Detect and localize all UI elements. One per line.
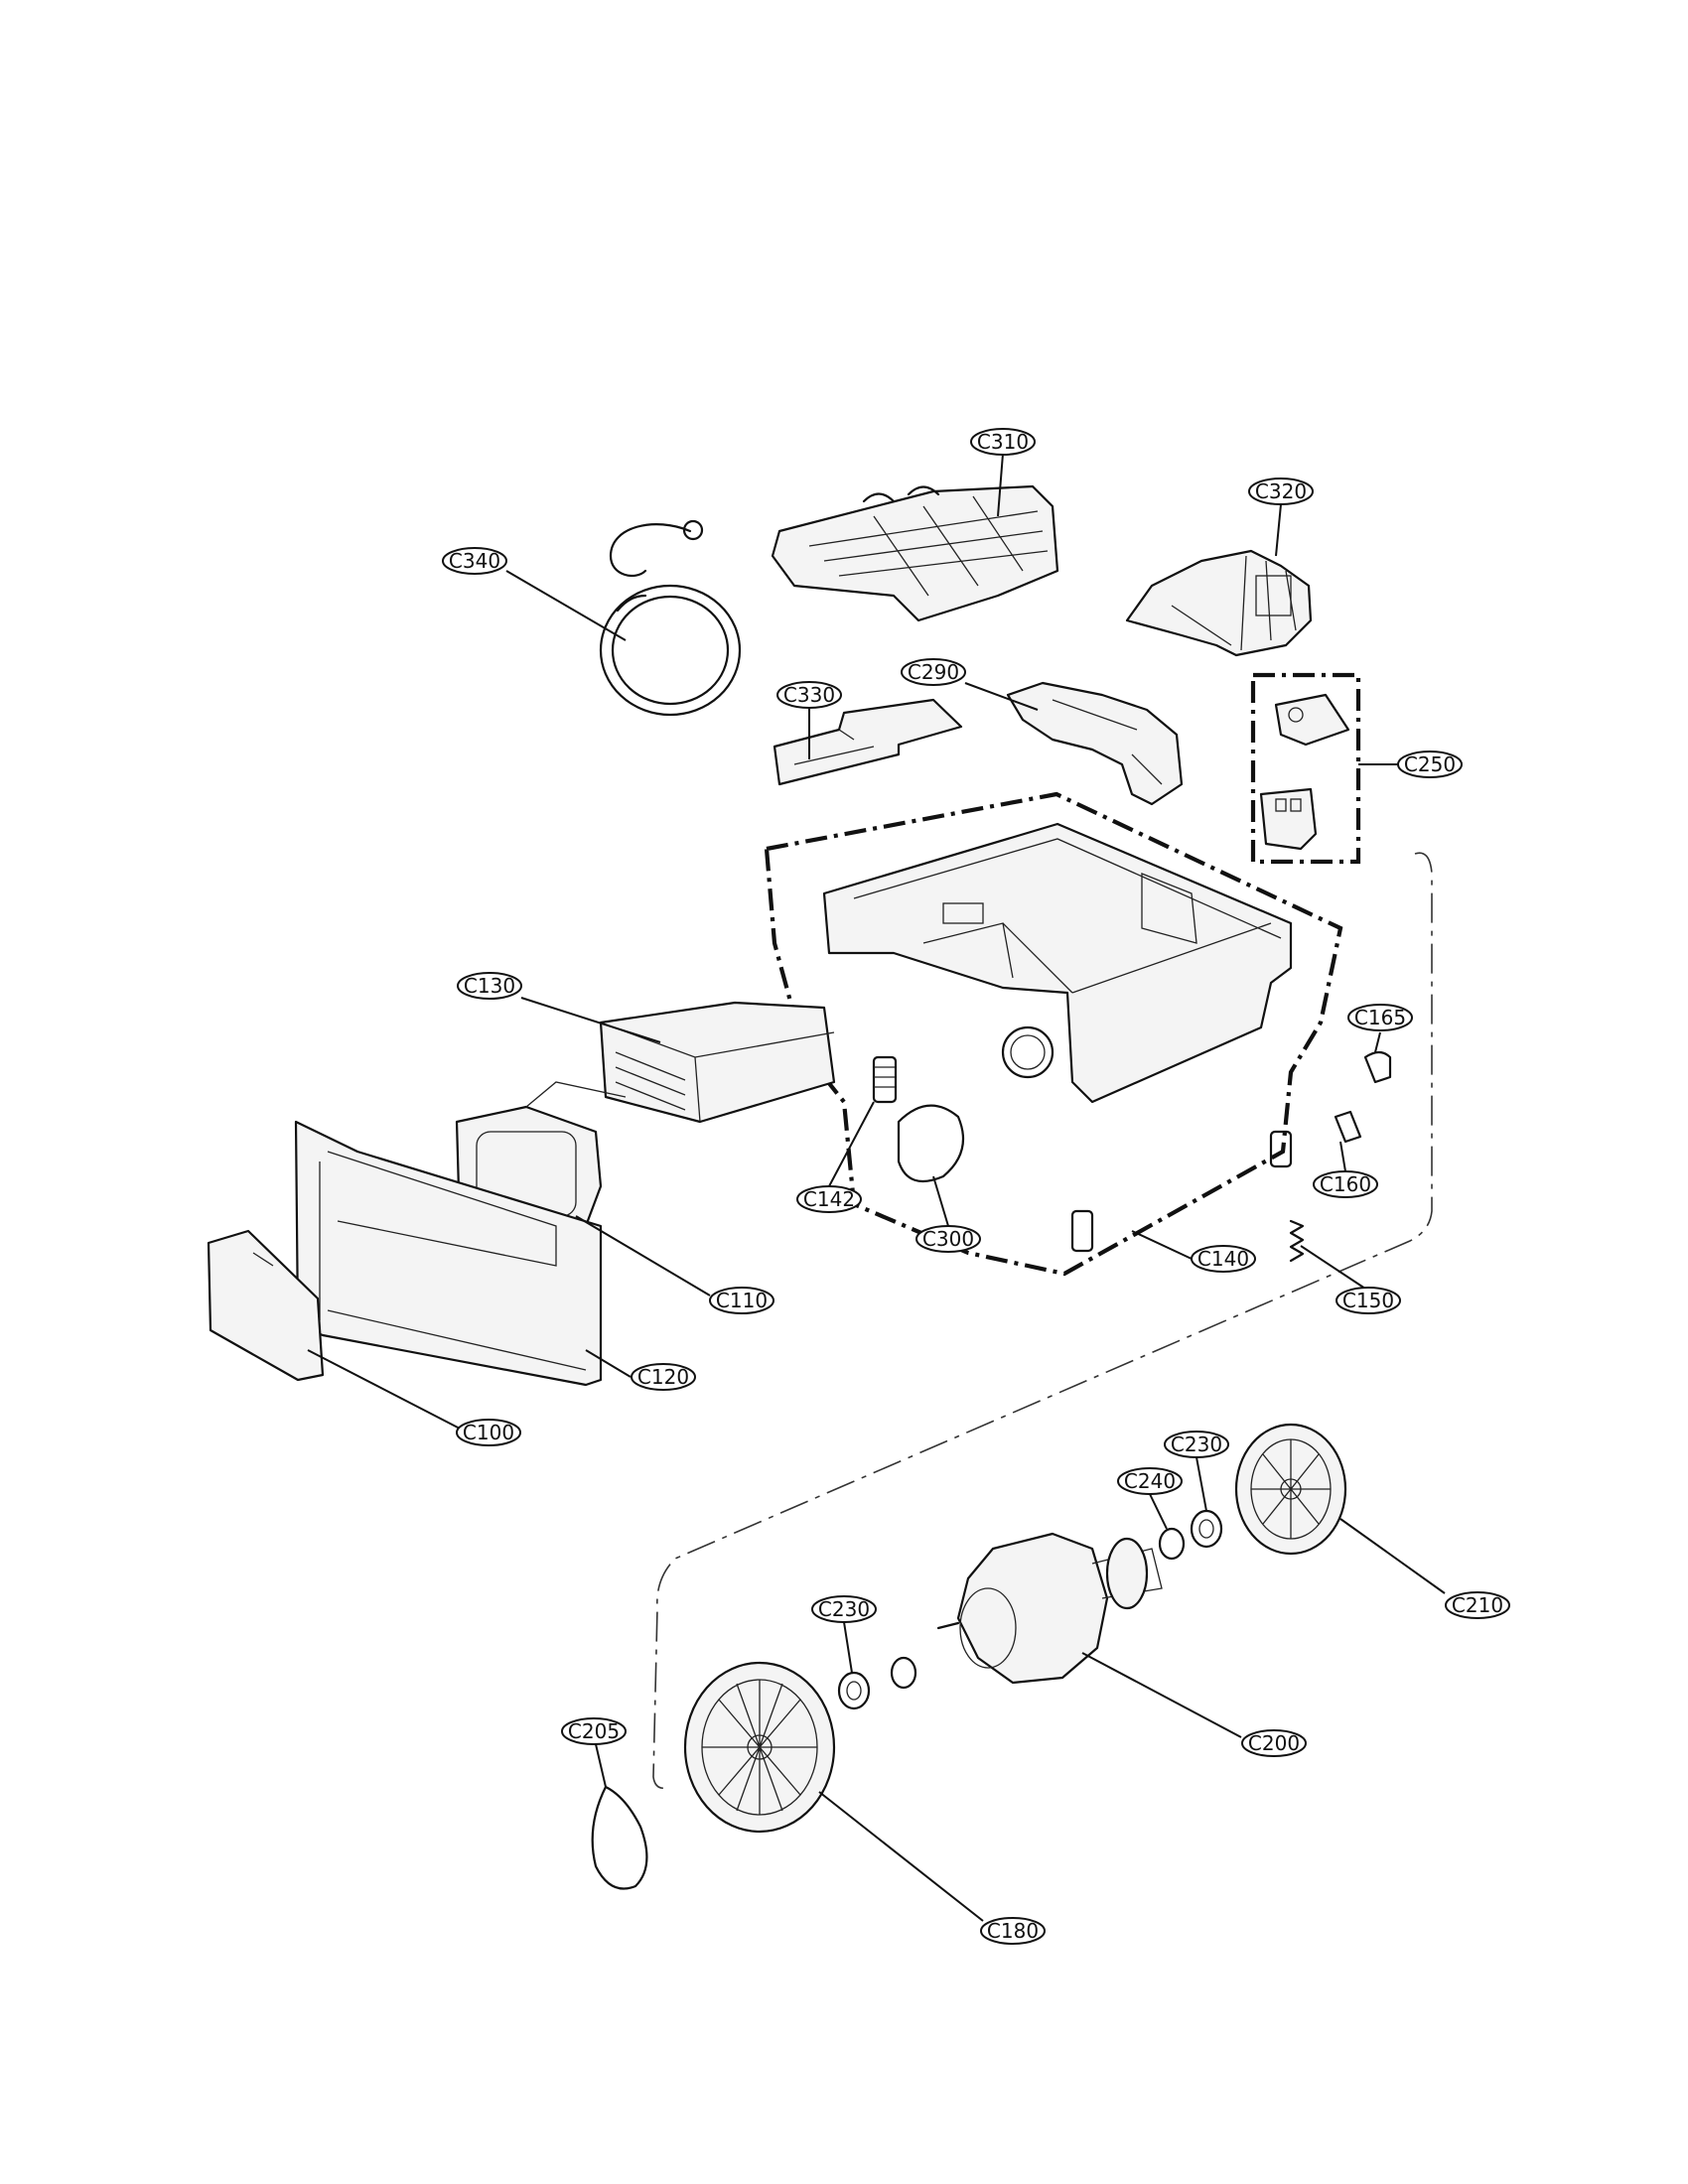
svg-text:C250: C250 <box>1404 752 1456 776</box>
svg-text:C200: C200 <box>1248 1731 1300 1755</box>
callout-c230-bottom: C230 <box>811 1595 877 1623</box>
callout-c110: C110 <box>709 1287 774 1314</box>
air-duct-part <box>1006 681 1184 806</box>
thermistor-kit-boundary <box>1250 672 1361 865</box>
svg-text:C290: C290 <box>908 660 959 684</box>
callout-c150: C150 <box>1336 1287 1401 1314</box>
svg-text:C205: C205 <box>568 1719 620 1743</box>
svg-text:C310: C310 <box>977 430 1029 454</box>
svg-text:C340: C340 <box>449 549 500 573</box>
foot-part <box>1070 1130 1293 1253</box>
svg-text:C142: C142 <box>803 1187 855 1211</box>
svg-text:C165: C165 <box>1354 1006 1406 1029</box>
svg-text:C210: C210 <box>1452 1593 1503 1617</box>
clip-part <box>1334 1050 1392 1144</box>
callout-c300: C300 <box>915 1225 981 1253</box>
thermistor-kit-part <box>1259 693 1350 851</box>
top-cover-part <box>771 484 1059 622</box>
svg-text:C120: C120 <box>637 1365 689 1389</box>
svg-text:C100: C100 <box>463 1421 514 1444</box>
rear-fan-part <box>1234 1423 1347 1556</box>
callout-c230-top: C230 <box>1164 1431 1229 1458</box>
leveling-foot-part <box>872 1055 898 1104</box>
callout-c205: C205 <box>561 1717 627 1745</box>
callout-c165: C165 <box>1347 1004 1413 1031</box>
svg-text:C230: C230 <box>1171 1433 1222 1456</box>
belt-part <box>591 1785 648 1890</box>
spring-part <box>1289 1219 1305 1263</box>
motor-assembly-boundary <box>652 852 1433 1790</box>
svg-text:C240: C240 <box>1124 1469 1176 1493</box>
svg-text:C330: C330 <box>783 683 835 707</box>
callout-c180: C180 <box>980 1917 1046 1945</box>
callout-c340: C340 <box>442 547 507 575</box>
callout-c130: C130 <box>457 972 522 1000</box>
hose-part <box>599 519 742 717</box>
callout-c210: C210 <box>1445 1591 1510 1619</box>
callout-c250: C250 <box>1397 751 1463 778</box>
callout-c142: C142 <box>796 1185 862 1213</box>
base-frame-part <box>822 822 1293 1104</box>
pulley-part <box>1105 1537 1149 1610</box>
svg-text:C110: C110 <box>716 1289 768 1312</box>
callout-c160: C160 <box>1313 1170 1378 1198</box>
callout-c120: C120 <box>631 1363 696 1391</box>
callout-c290: C290 <box>901 658 966 686</box>
svg-text:C230: C230 <box>818 1597 870 1621</box>
motor-part <box>936 1532 1163 1685</box>
gasket-part <box>897 1104 965 1183</box>
fan-duct-part <box>1125 549 1313 657</box>
bearing-part <box>837 1509 1223 1710</box>
leader-lines <box>307 453 1446 1922</box>
svg-text:C130: C130 <box>464 974 515 998</box>
svg-text:C150: C150 <box>1342 1289 1394 1312</box>
svg-text:C320: C320 <box>1255 479 1307 503</box>
callout-c320: C320 <box>1248 478 1314 505</box>
callout-c140: C140 <box>1191 1245 1256 1273</box>
callout-c200: C200 <box>1241 1729 1307 1757</box>
mounting-plate-part <box>773 698 963 786</box>
callout-c100: C100 <box>456 1419 521 1446</box>
svg-text:C140: C140 <box>1197 1247 1249 1271</box>
heat-exchanger-part <box>599 1001 836 1124</box>
svg-text:C300: C300 <box>922 1227 974 1251</box>
callout-c330: C330 <box>776 681 842 709</box>
access-door-part <box>207 1229 325 1382</box>
callout-c310: C310 <box>970 428 1036 456</box>
svg-text:C180: C180 <box>987 1919 1039 1943</box>
front-fan-part <box>683 1661 836 1834</box>
callout-c240: C240 <box>1117 1467 1183 1495</box>
svg-text:C160: C160 <box>1320 1172 1371 1196</box>
